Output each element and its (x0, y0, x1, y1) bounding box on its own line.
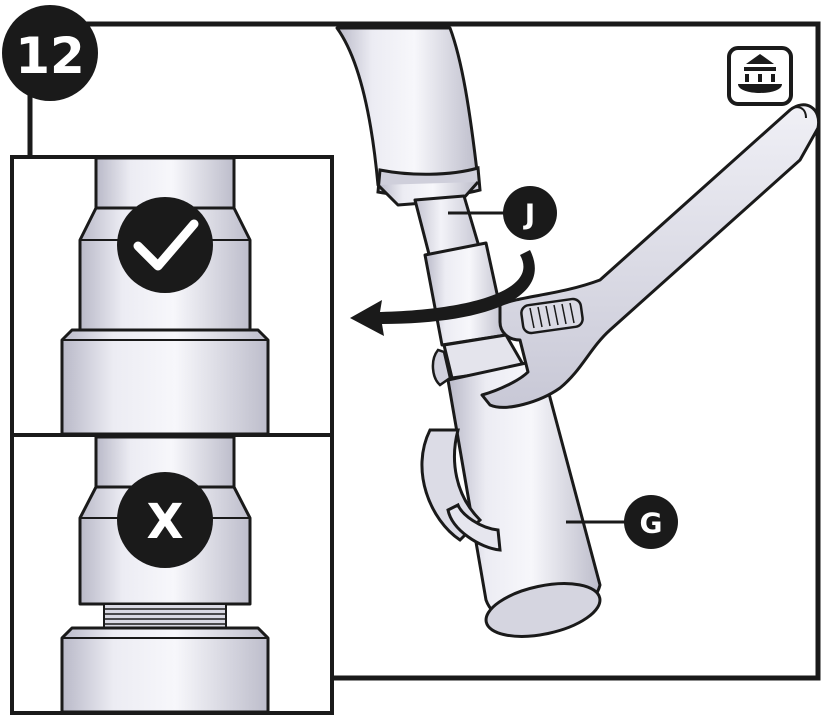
step-number: 12 (15, 27, 85, 85)
wrench (480, 103, 821, 409)
callout-g-label: G (640, 507, 663, 540)
exposed-thread (103, 603, 227, 629)
correct-panel (10, 155, 334, 437)
callout-j: J (503, 186, 557, 240)
callout-j-label: J (523, 198, 535, 231)
sink-icon (727, 46, 793, 106)
step-badge: 12 (2, 5, 98, 101)
main-scene: J G (335, 26, 821, 638)
incorrect-mark: X (146, 494, 183, 550)
incorrect-panel: X (10, 433, 334, 715)
callout-g: G (624, 495, 678, 549)
wrench-worm-gear (520, 297, 584, 335)
checkmark-icon (133, 219, 199, 271)
rotation-arrow (350, 250, 535, 336)
